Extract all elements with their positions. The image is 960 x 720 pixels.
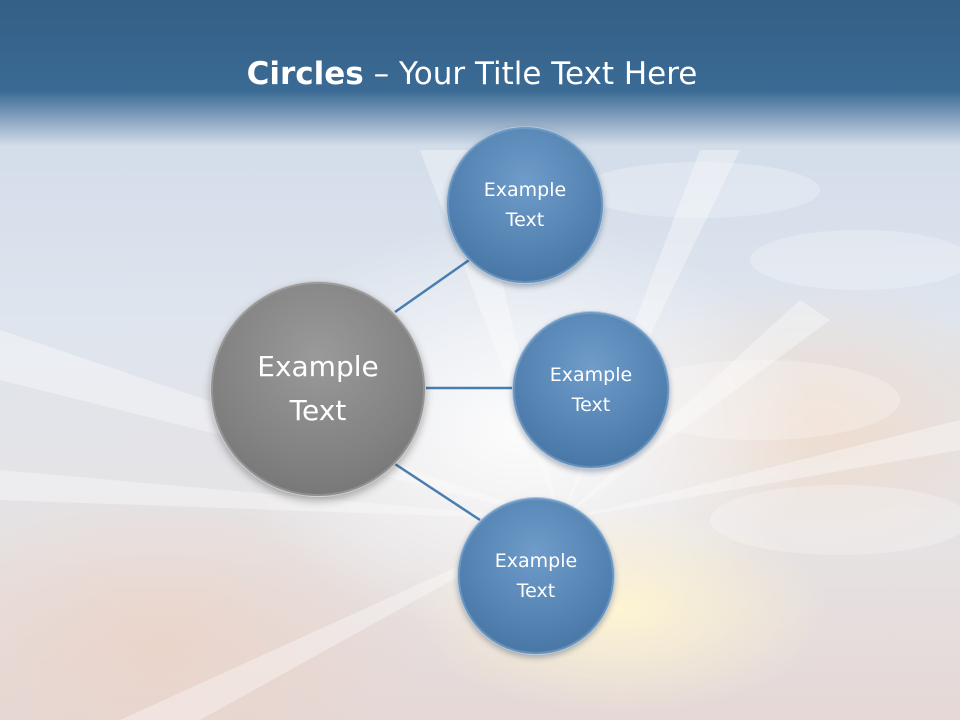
- title-banner: [0, 0, 960, 146]
- slide-title: Circles – Your Title Text Here: [0, 52, 944, 96]
- connector-line-3: [394, 462, 481, 522]
- node-circle-3-label: Example Text: [494, 550, 578, 602]
- node-circle-1-label: Example Text: [483, 179, 567, 231]
- slide-title-bold: Circles: [246, 56, 364, 92]
- center-circle-label: Example Text: [257, 350, 379, 427]
- center-circle[interactable]: Example Text: [210, 281, 426, 497]
- slide-title-rest: – Your Title Text Here: [363, 56, 698, 92]
- node-circle-2[interactable]: Example Text: [512, 311, 670, 469]
- connector-line-1: [394, 256, 473, 314]
- node-circle-1[interactable]: Example Text: [446, 126, 604, 284]
- node-circle-2-label: Example Text: [549, 364, 633, 416]
- node-circle-3[interactable]: Example Text: [457, 497, 615, 655]
